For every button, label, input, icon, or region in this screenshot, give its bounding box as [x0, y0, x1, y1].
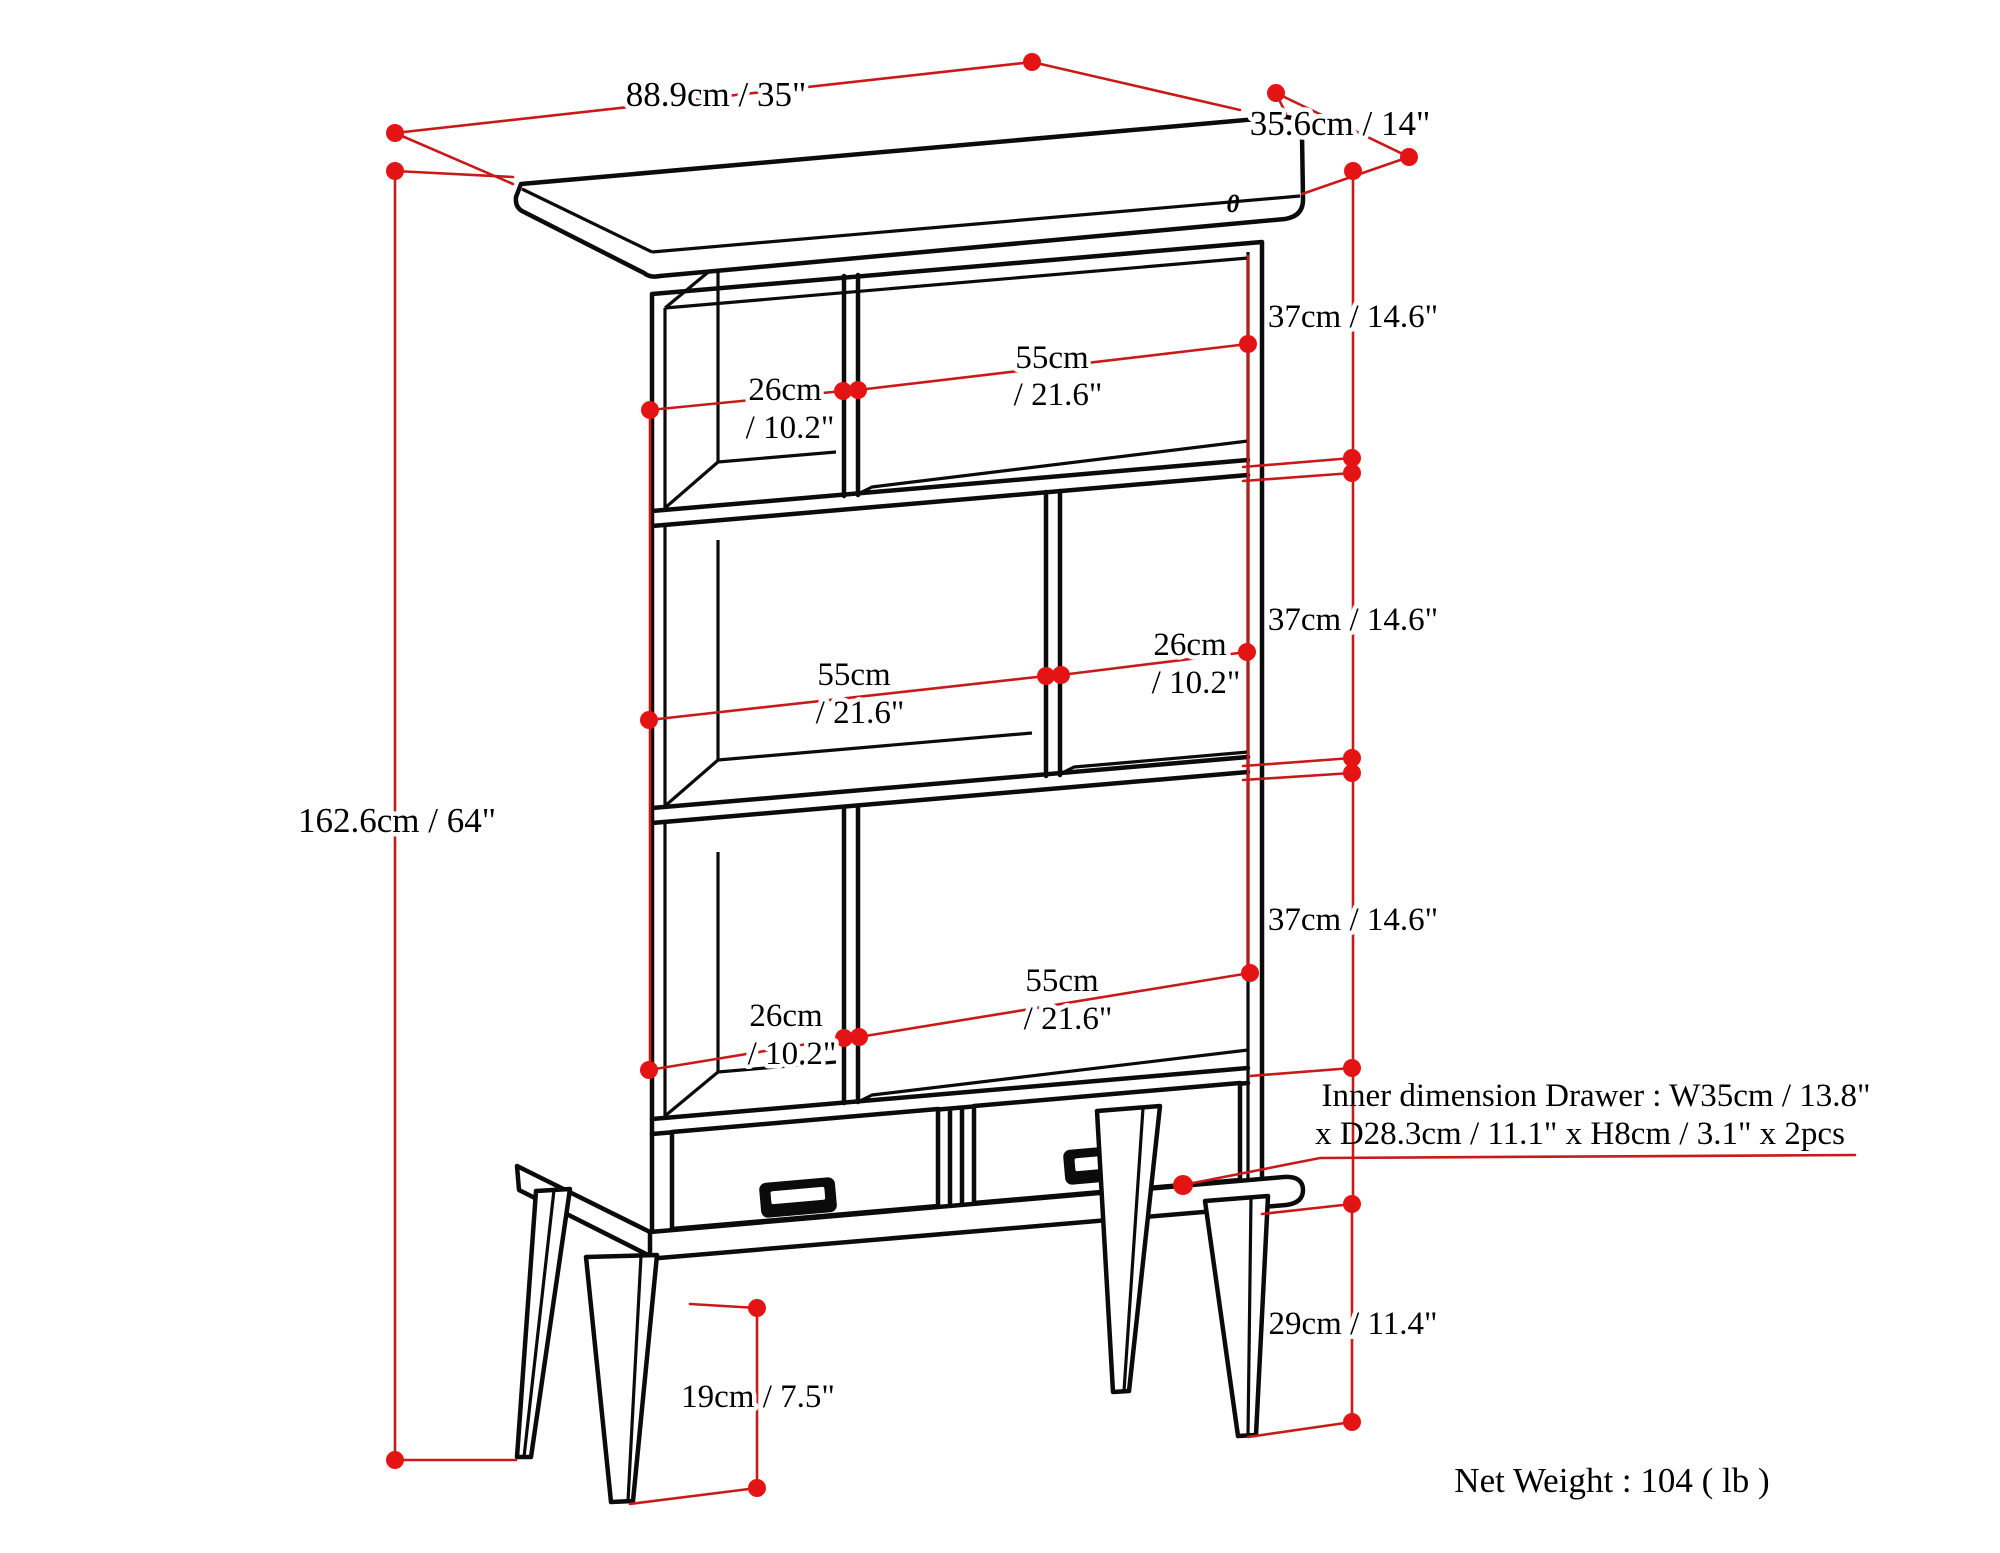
dim-base-height-label: 29cm / 11.4" — [1269, 1306, 1438, 1342]
dim-row3-widths: 26cm / 10.2" 55cm / 21.6" — [640, 959, 1259, 1079]
drawer-handle-left — [759, 1177, 837, 1218]
dim-section3-label: 37cm / 14.6" — [1268, 902, 1438, 938]
top-slab-front-edge — [651, 194, 1301, 254]
leg-front-right-edge — [1246, 1197, 1253, 1436]
dim-leg-height: 19cm / 7.5" — [628, 1299, 839, 1506]
dim-row2-right-in: / 10.2" — [1152, 665, 1241, 701]
drawer-note-line2: x D28.3cm / 11.1" x H8cm / 3.1" x 2pcs — [1315, 1116, 1845, 1152]
dim-row3-left-cm: 26cm — [749, 998, 823, 1034]
dimension-annotations: 88.9cm / 35" 35.6cm / 14" 162.6cm / 64" … — [293, 53, 1870, 1506]
dim-row2-left-in: / 21.6" — [816, 695, 905, 731]
dim-row3-right-cm: 55cm — [1025, 963, 1099, 999]
dim-row1-left-in: / 10.2" — [746, 410, 835, 446]
dim-leg-height-label: 19cm / 7.5" — [681, 1379, 835, 1415]
dim-overall-height: 162.6cm / 64" — [293, 162, 518, 1469]
dim-row2-widths: 55cm / 21.6" 26cm / 10.2" — [640, 623, 1256, 736]
dim-section1-label: 37cm / 14.6" — [1268, 299, 1438, 335]
shelf-2 — [649, 754, 1251, 826]
dim-row1-right-cm: 55cm — [1015, 340, 1089, 376]
drawer-note-line1: Inner dimension Drawer : W35cm / 13.8" — [1322, 1078, 1871, 1114]
divider-row2 — [1043, 488, 1063, 779]
leg-back-right — [1094, 1103, 1163, 1395]
top-slab — [513, 114, 1306, 279]
dim-row1-left-cm: 26cm — [748, 372, 822, 408]
leg-front-right — [1202, 1193, 1271, 1439]
leg-back-left — [514, 1186, 573, 1460]
corner-mark: 0 — [1227, 189, 1240, 218]
dim-row2-left-cm: 55cm — [817, 657, 891, 693]
dim-row2-right-cm: 26cm — [1153, 627, 1227, 663]
dim-top-depth: 35.6cm / 14" — [1245, 84, 1435, 196]
dim-row1-widths: 26cm / 10.2" 55cm / 21.6" — [641, 335, 1257, 451]
dim-top-width-label: 88.9cm / 35" — [626, 75, 807, 114]
dim-section2-label: 37cm / 14.6" — [1268, 602, 1438, 638]
leg-front-left-edge — [626, 1255, 643, 1502]
interior-depth-diagonals — [663, 262, 1249, 1118]
leg-back-right-edge — [1122, 1107, 1145, 1392]
dim-section-heights: 37cm / 14.6" 37cm / 14.6" 37cm / 14.6" — [1241, 162, 1443, 1216]
dim-base-height: 29cm / 11.4" — [1246, 1202, 1442, 1439]
top-slab-left-edge — [521, 187, 653, 254]
shelf-1 — [649, 457, 1251, 529]
dim-top-width: 88.9cm / 35" — [386, 53, 1242, 186]
bookcase-drawing: 0 — [513, 114, 1306, 1505]
leg-front-left — [583, 1252, 660, 1505]
dim-top-depth-label: 35.6cm / 14" — [1250, 104, 1431, 143]
dim-row3-left-in: / 10.2" — [748, 1036, 837, 1072]
net-weight-label: Net Weight : 104 ( lb ) — [1454, 1461, 1769, 1500]
drawer-inner-dimension-note: Inner dimension Drawer : W35cm / 13.8" x… — [1173, 1078, 1870, 1195]
dim-row3-right-in: / 21.6" — [1024, 1001, 1113, 1037]
drawer-divider — [947, 1106, 965, 1210]
interior-ceiling-edge — [664, 256, 1249, 310]
leg-back-left-edge — [522, 1189, 556, 1458]
dim-row1-right-in: / 21.6" — [1014, 377, 1103, 413]
divider-row3 — [841, 803, 861, 1106]
dim-overall-height-label: 162.6cm / 64" — [298, 801, 496, 840]
